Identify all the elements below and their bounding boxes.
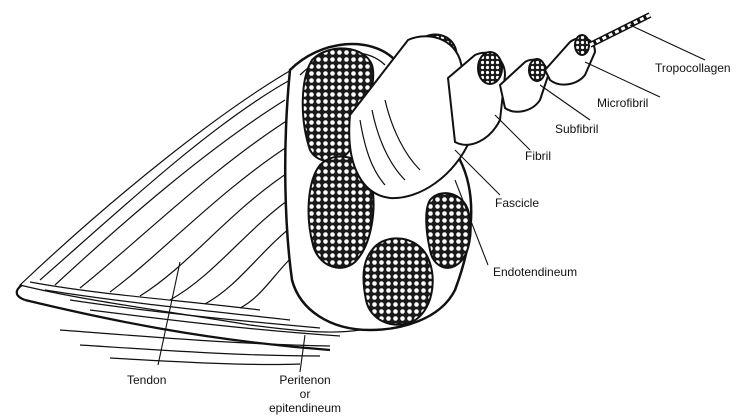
leader-peritenon	[300, 335, 305, 372]
label-peritenon-line2: or	[255, 387, 355, 401]
label-microfibril: Microfibril	[597, 96, 648, 110]
leader-subfibril	[540, 85, 590, 120]
label-endotendineum: Endotendineum	[493, 265, 577, 279]
microfibril-cylinder	[545, 35, 595, 85]
label-fibril: Fibril	[525, 149, 551, 163]
fascicle-bundle-bottom	[364, 238, 433, 324]
label-peritenon-line3: epitendineum	[255, 401, 355, 415]
label-peritenon: Peritenon or epitendineum	[255, 373, 355, 415]
leader-microfibril	[585, 62, 660, 97]
leader-fibril	[495, 115, 530, 150]
leader-tropocollagen	[630, 25, 705, 60]
label-tropocollagen: Tropocollagen	[655, 61, 731, 75]
label-peritenon-line1: Peritenon	[255, 373, 355, 387]
label-fascicle: Fascicle	[495, 196, 539, 210]
label-tendon: Tendon	[127, 373, 166, 387]
label-subfibril: Subfibril	[555, 122, 598, 136]
